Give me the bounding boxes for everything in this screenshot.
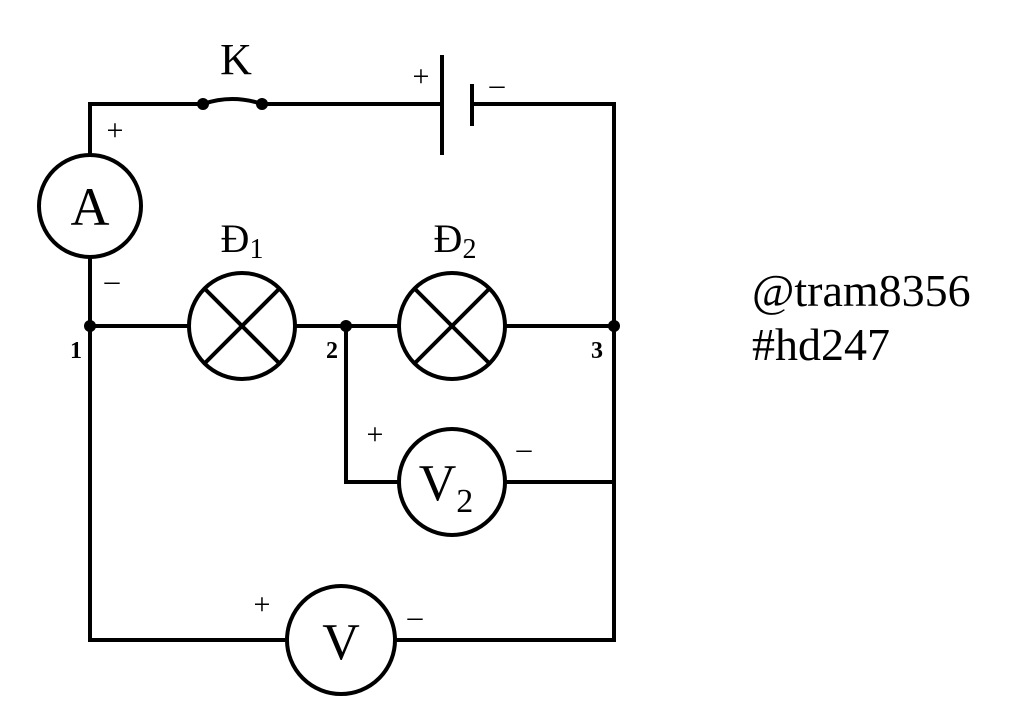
switch-contact-right bbox=[256, 98, 268, 110]
voltmeter-2-letter: V bbox=[419, 455, 457, 512]
junction-node-3 bbox=[608, 320, 620, 332]
node-1-label: 1 bbox=[70, 338, 82, 364]
node-2-label: 2 bbox=[326, 338, 338, 364]
wire-node2-v2 bbox=[344, 324, 400, 484]
ammeter-minus-sign: – bbox=[104, 264, 121, 297]
wire-top-right bbox=[470, 102, 616, 642]
battery: + – bbox=[413, 55, 506, 155]
lamp-2-letter: Đ bbox=[434, 216, 463, 261]
voltmeter-plus-sign: + bbox=[254, 588, 271, 621]
lamp-1-subscript: 1 bbox=[249, 234, 263, 265]
voltmeter-2: V2 + – bbox=[367, 418, 533, 537]
lamp-1-cross-b bbox=[202, 286, 282, 366]
node-3-label: 3 bbox=[591, 338, 603, 364]
voltmeter-2-label: V2 bbox=[419, 455, 474, 520]
switch-contact-left bbox=[197, 98, 209, 110]
battery-minus-sign: – bbox=[489, 68, 506, 101]
watermark-hashtag: #hd247 bbox=[752, 319, 890, 370]
lamp-2-cross-b bbox=[412, 286, 492, 366]
switch-label: K bbox=[220, 35, 252, 84]
voltmeter-2-circle bbox=[397, 427, 507, 537]
junction-node-1 bbox=[84, 320, 96, 332]
wire-left-rail bbox=[88, 256, 289, 642]
lamp-1-label: Đ1 bbox=[221, 216, 264, 265]
voltmeter: V + – bbox=[254, 584, 424, 696]
ammeter-plus-sign: + bbox=[107, 114, 124, 147]
ammeter-letter: A bbox=[71, 177, 110, 237]
wire-top-left bbox=[88, 102, 205, 156]
watermark: @tram8356 #hd247 bbox=[752, 264, 971, 372]
junction-node-2 bbox=[340, 320, 352, 332]
voltmeter-2-minus-sign: – bbox=[516, 432, 533, 465]
battery-plus-sign: + bbox=[413, 60, 430, 93]
switch-k: K bbox=[197, 35, 268, 110]
lamp-2-label: Đ2 bbox=[434, 216, 477, 265]
watermark-handle: @tram8356 bbox=[752, 265, 971, 316]
voltmeter-letter: V bbox=[322, 614, 360, 671]
voltmeter-minus-sign: – bbox=[407, 600, 424, 633]
lamp-1: Đ1 bbox=[187, 216, 297, 381]
wires bbox=[88, 102, 616, 642]
ammeter: A + – bbox=[37, 114, 143, 297]
junctions: 1 2 3 bbox=[70, 320, 620, 364]
lamp-1-letter: Đ bbox=[221, 216, 250, 261]
ammeter-circle bbox=[37, 153, 143, 259]
voltmeter-circle bbox=[285, 584, 397, 696]
voltmeter-2-plus-sign: + bbox=[367, 418, 384, 451]
switch-lever bbox=[200, 97, 265, 107]
lamp-2-subscript: 2 bbox=[462, 234, 476, 265]
voltmeter-2-subscript: 2 bbox=[456, 483, 473, 520]
lamp-2: Đ2 bbox=[397, 216, 507, 381]
